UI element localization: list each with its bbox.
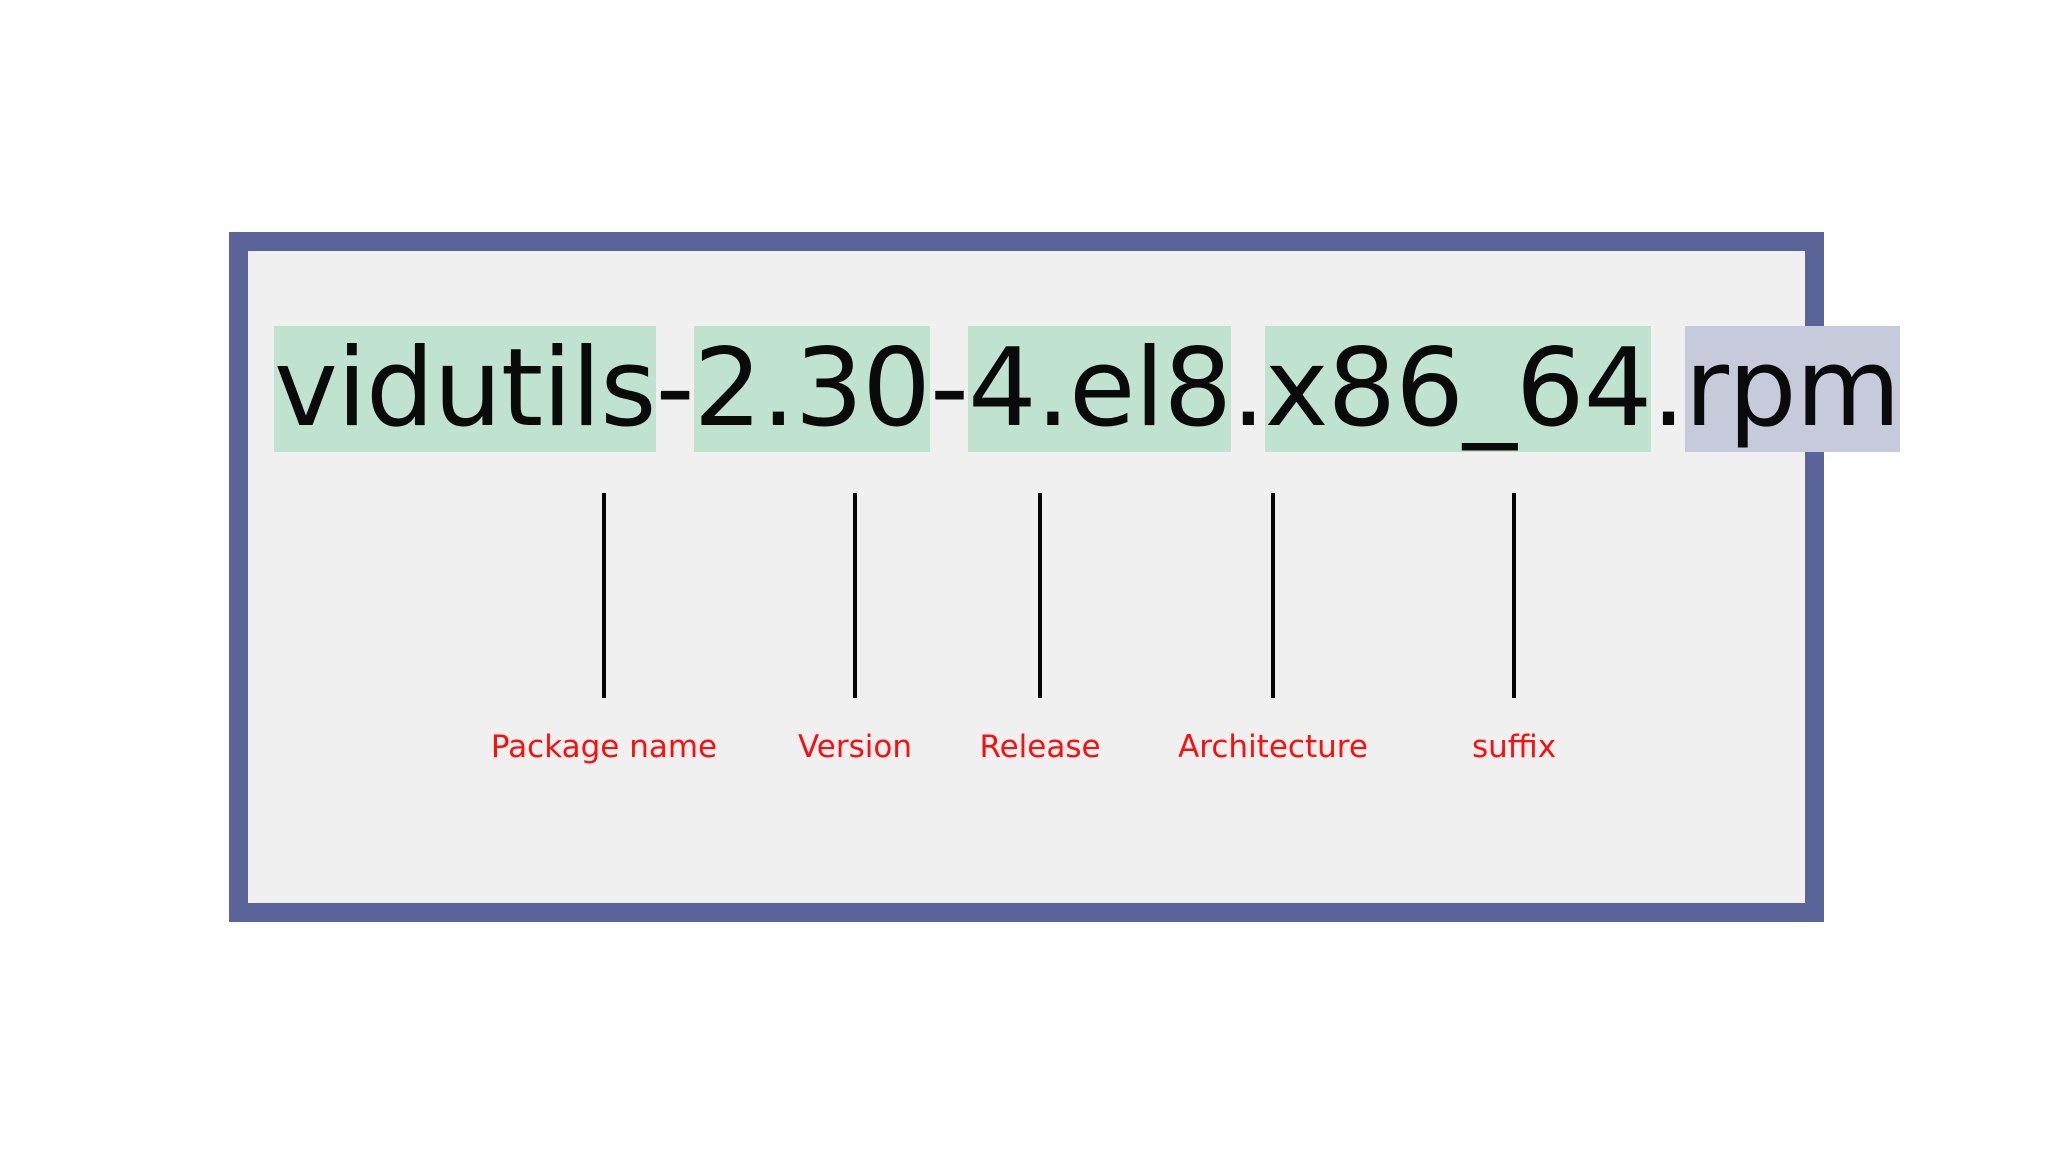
part-label-1: Version [798, 729, 912, 765]
leader-line-2 [1038, 493, 1042, 698]
filename-segment-architecture: x86_64 [1264, 326, 1652, 452]
part-label-3: Architecture [1178, 729, 1368, 765]
leader-line-3 [1271, 493, 1275, 698]
card-inner-surface: vidutils-2.30-4.el8.x86_64.rpm Package n… [248, 251, 1901, 903]
filename-segment-suffix: rpm [1684, 326, 1901, 452]
leader-line-1 [853, 493, 857, 698]
filename-segment-separator-hyphen-1: - [655, 326, 695, 451]
part-label-0: Package name [490, 729, 718, 765]
part-label-2: Release [979, 729, 1101, 765]
filename-segment-package-name: vidutils [274, 326, 657, 452]
leader-line-4 [1512, 493, 1516, 698]
rpm-filename-diagram-card: vidutils-2.30-4.el8.x86_64.rpm Package n… [229, 232, 1901, 922]
rpm-filename-string: vidutils-2.30-4.el8.x86_64.rpm [248, 319, 1901, 459]
filename-segment-separator-dot-1: . [1231, 326, 1265, 451]
leader-line-0 [602, 493, 606, 698]
filename-segment-separator-hyphen-2: - [930, 326, 969, 451]
part-label-4: suffix [1471, 729, 1557, 765]
filename-segment-version: 2.30 [693, 326, 931, 452]
filename-segment-separator-dot-2: . [1651, 326, 1685, 451]
filename-segment-release: 4.el8 [968, 326, 1232, 452]
